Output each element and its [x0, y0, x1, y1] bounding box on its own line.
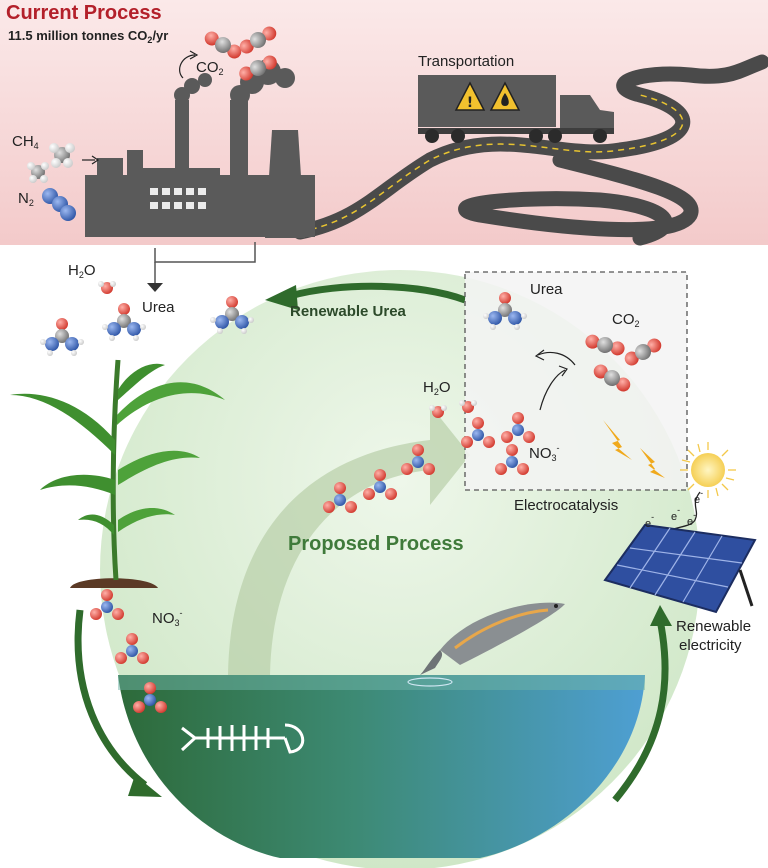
electron-label-4: e-: [687, 510, 697, 528]
h2o-label-top: H2O: [68, 262, 96, 280]
renewable-urea-label: Renewable Urea: [290, 303, 406, 320]
electron-label-2: e-: [671, 505, 681, 523]
corn-plant-icon: [10, 359, 225, 588]
urea-label-left: Urea: [142, 299, 175, 316]
n2-molecule: [42, 188, 76, 221]
svg-text:!: !: [467, 95, 473, 111]
ch4-label: CH4: [12, 133, 39, 151]
water-body: [118, 675, 645, 858]
current-process-title: Current Process: [6, 2, 162, 24]
n2-label: N2: [18, 190, 34, 208]
co2-factory-label: CO2: [196, 59, 224, 77]
h2o-box-label: H2O: [423, 379, 451, 397]
renewable-urea-arrow: [289, 282, 467, 304]
fish-skeleton-icon: [180, 723, 305, 754]
proposed-process-label: Proposed Process: [288, 533, 464, 555]
factory-icon: [85, 59, 315, 238]
transportation-label: Transportation: [418, 53, 515, 70]
renewable-label-line1: Renewable: [676, 618, 752, 635]
no3-box-label: NO3-: [529, 443, 560, 463]
urea-label-box: Urea: [530, 281, 563, 298]
electrocatalysis-box: [464, 271, 688, 491]
renewable-label-line2: electricity: [679, 637, 742, 654]
co2-box-label: CO2: [612, 311, 640, 329]
no3-left-label: NO3-: [152, 608, 183, 628]
warning-icon: !: [454, 81, 486, 111]
emissions-subtitle: 11.5 million tonnes CO2/yr: [8, 28, 169, 45]
electrocatalysis-label: Electrocatalysis: [514, 497, 619, 514]
fish-icon: [407, 602, 565, 687]
sun-icon: [680, 442, 736, 498]
flammable-icon: [489, 81, 521, 111]
ch4-molecule-2: [27, 162, 49, 183]
truck-icon: !: [418, 75, 614, 143]
ch4-molecule: [49, 143, 75, 168]
lightning-icon: [603, 420, 665, 478]
solar-panel-icon: [603, 523, 757, 614]
electron-label-1: e-: [694, 488, 704, 506]
electron-label-3: e-: [645, 512, 655, 530]
